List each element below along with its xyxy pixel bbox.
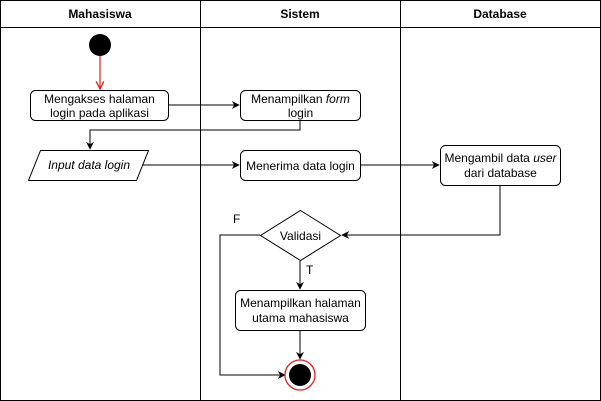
end-node [284, 359, 316, 391]
lane-title-mahasiswa: Mahasiswa [68, 7, 132, 21]
svg-text:Menerima data login: Menerima data login [246, 159, 355, 173]
svg-text:Menampilkan halaman: Menampilkan halaman [240, 296, 361, 310]
svg-text:Menampilkan form: Menampilkan form [251, 92, 350, 106]
node-menampilkan-form: Menampilkan form login [240, 90, 361, 121]
svg-text:Input data login: Input data login [48, 158, 130, 172]
lane-title-database: Database [473, 7, 527, 21]
node-mengakses-halaman: Mengakses halaman login pada aplikasi [30, 90, 169, 121]
svg-text:Validasi: Validasi [280, 229, 321, 243]
svg-text:Mengakses halaman: Mengakses halaman [44, 92, 155, 106]
label-false: F [233, 212, 240, 226]
lane-title-sistem: Sistem [280, 7, 319, 21]
label-true: T [306, 263, 314, 277]
node-mengambil-data: Mengambil data user dari database [440, 145, 561, 186]
edge-tampil-form-to-input [86, 121, 301, 150]
svg-text:Mengambil data user: Mengambil data user [444, 151, 557, 165]
node-validasi-decision: Validasi [259, 209, 342, 262]
svg-text:dari database: dari database [464, 166, 537, 180]
edge-validasi-false [219, 234, 286, 379]
svg-text:utama mahasiswa: utama mahasiswa [252, 311, 349, 325]
edge-ambil-to-validasi [341, 186, 501, 239]
node-menerima-data: Menerima data login [240, 150, 361, 181]
svg-text:login: login [288, 106, 313, 120]
node-menampilkan-halaman-utama: Menampilkan halaman utama mahasiswa [235, 290, 366, 331]
node-input-data-login: Input data login [27, 150, 150, 181]
svg-text:login pada aplikasi: login pada aplikasi [50, 106, 149, 120]
start-node [89, 34, 111, 56]
